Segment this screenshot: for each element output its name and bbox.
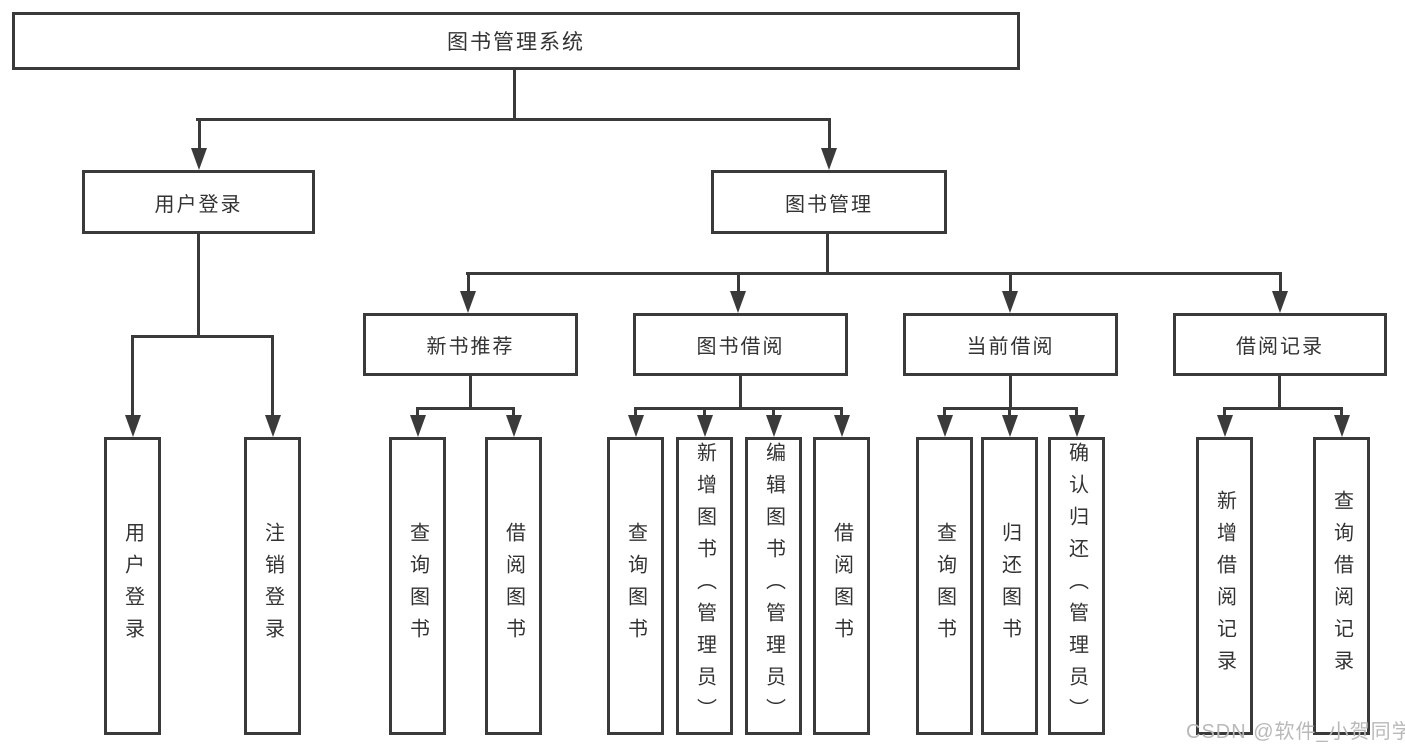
leaf-label: 新增图书（管理员） (693, 442, 716, 730)
connector-line-recommend-to-leaves (416, 407, 515, 410)
arrow-down-icon (460, 291, 476, 313)
leaf-user-login: 用户登录 (104, 437, 161, 735)
connector-line-recommend-to-leaves (512, 407, 515, 421)
node-user-login: 用户登录 (82, 170, 315, 234)
connector-line-borrowing-to-leaves (738, 376, 742, 410)
arrow-down-icon (1333, 415, 1350, 437)
connector-line-records-to-leaves (1223, 407, 1226, 421)
connector-line-borrowing-to-leaves (703, 407, 706, 421)
node-book-management: 图书管理 (711, 170, 947, 234)
connector-line-root-to-level2 (197, 118, 201, 154)
connector-line-mgmt-to-level3 (736, 272, 740, 297)
connector-line-records-to-leaves (1223, 407, 1343, 410)
connector-line-login-to-leaves (131, 335, 134, 421)
connector-line-recommend-to-leaves (416, 407, 419, 421)
connector-line-mgmt-to-level3 (1278, 272, 1282, 297)
leaf-label: 借阅图书 (830, 522, 853, 650)
connector-line-current-to-leaves (1008, 376, 1012, 410)
arrow-down-icon (627, 415, 644, 437)
leaf-label: 注销登录 (261, 522, 284, 650)
connector-line-mgmt-to-level3 (466, 272, 1282, 275)
connector-line-current-to-leaves (1075, 407, 1078, 421)
arrow-down-icon (821, 148, 837, 170)
leaf-edit-book-admin: 编辑图书（管理员） (745, 437, 802, 735)
leaf-query-books-borrowing: 查询图书 (607, 437, 664, 735)
arrow-down-icon (833, 415, 850, 437)
leaf-query-books-recommend: 查询图书 (389, 437, 446, 735)
leaf-add-borrow-record: 新增借阅记录 (1196, 437, 1253, 735)
connector-line-borrowing-to-leaves (634, 407, 637, 421)
leaf-label: 归还图书 (998, 522, 1021, 650)
arrow-down-icon (936, 415, 953, 437)
connector-line-current-to-leaves (943, 407, 946, 421)
connector-line-mgmt-to-level3 (826, 234, 829, 275)
connector-line-mgmt-to-level3 (466, 272, 470, 297)
leaf-logout: 注销登录 (244, 437, 301, 735)
leaf-label: 用户登录 (121, 522, 144, 650)
leaf-return-books: 归还图书 (981, 437, 1038, 735)
node-book-borrowing: 图书借阅 (633, 313, 848, 376)
arrow-down-icon (1068, 415, 1085, 437)
leaf-label: 编辑图书（管理员） (762, 442, 785, 730)
connector-line-login-to-leaves (197, 234, 200, 338)
connector-line-borrowing-to-leaves (772, 407, 775, 421)
arrow-down-icon (124, 415, 141, 437)
leaf-label: 查询图书 (624, 522, 647, 650)
watermark-text: CSDN @软件_小贺同学 (1186, 721, 1405, 743)
connector-line-mgmt-to-level3 (1008, 272, 1012, 297)
arrow-down-icon (1216, 415, 1233, 437)
leaf-query-books-current: 查询图书 (916, 437, 973, 735)
arrow-down-icon (505, 415, 522, 437)
connector-line-login-to-leaves (131, 335, 274, 338)
arrow-down-icon (409, 415, 426, 437)
node-borrowing-records: 借阅记录 (1173, 313, 1387, 376)
arrow-down-icon (1272, 291, 1288, 313)
connector-line-records-to-leaves (1340, 407, 1343, 421)
arrow-down-icon (730, 291, 746, 313)
leaf-label: 查询图书 (406, 522, 429, 650)
connector-line-root-to-level2 (196, 118, 829, 121)
connector-line-records-to-leaves (1278, 376, 1281, 410)
arrow-down-icon (696, 415, 713, 437)
leaf-label: 确认归还（管理员） (1065, 442, 1088, 730)
leaf-label: 新增借阅记录 (1213, 490, 1236, 682)
connector-line-login-to-leaves (271, 335, 274, 421)
arrow-down-icon (1001, 415, 1018, 437)
leaf-label: 借阅图书 (502, 522, 525, 650)
leaf-label: 查询图书 (933, 522, 956, 650)
arrow-down-icon (765, 415, 782, 437)
connector-line-root-to-level2 (513, 70, 516, 121)
arrow-down-icon (264, 415, 281, 437)
connector-line-current-to-leaves (1008, 407, 1011, 421)
node-current-borrowing: 当前借阅 (903, 313, 1118, 376)
connector-line-borrowing-to-leaves (840, 407, 843, 421)
leaf-query-borrow-record: 查询借阅记录 (1313, 437, 1370, 735)
leaf-borrow-books-recommend: 借阅图书 (485, 437, 542, 735)
connector-line-borrowing-to-leaves (634, 407, 843, 410)
node-new-book-recommendation: 新书推荐 (363, 313, 578, 376)
node-library-management-system: 图书管理系统 (12, 12, 1020, 70)
leaf-add-book-admin: 新增图书（管理员） (676, 437, 733, 735)
leaf-confirm-return-admin: 确认归还（管理员） (1048, 437, 1105, 735)
leaf-label: 查询借阅记录 (1330, 490, 1353, 682)
connector-line-recommend-to-leaves (468, 376, 472, 410)
connector-line-root-to-level2 (827, 118, 831, 154)
leaf-borrow-books-borrowing: 借阅图书 (813, 437, 870, 735)
arrow-down-icon (1002, 291, 1018, 313)
arrow-down-icon (191, 148, 207, 170)
